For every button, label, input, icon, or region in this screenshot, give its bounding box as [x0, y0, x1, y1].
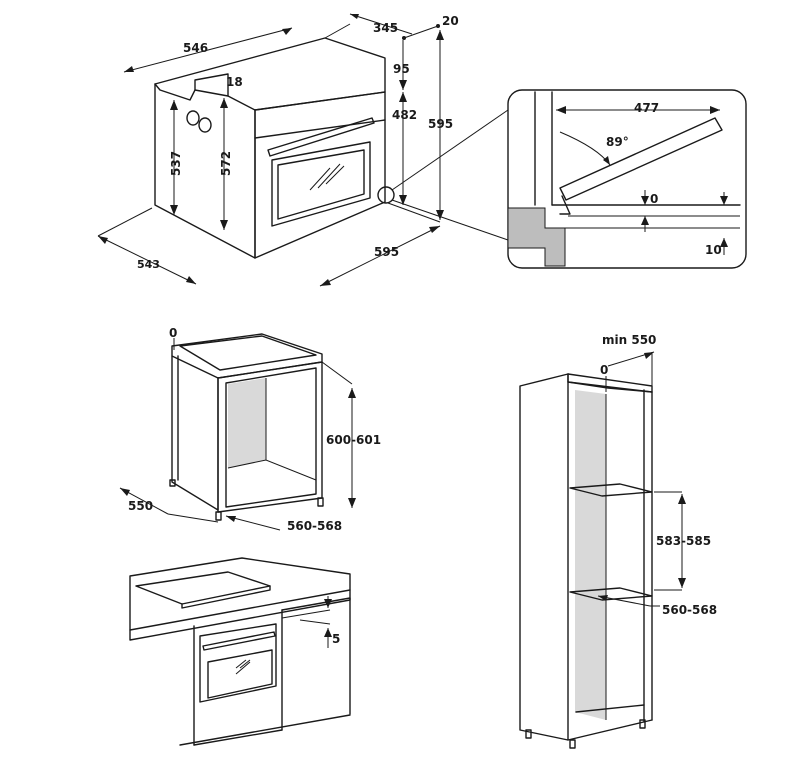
dim-95: 95: [393, 62, 410, 76]
door-detail-inset: [507, 89, 747, 269]
dim-20: 20: [442, 14, 459, 28]
under-counter-dimensions: [119, 338, 356, 531]
dim-560-568-column: 560-568: [662, 603, 717, 617]
dim-560-568-cabinet: 560-568: [287, 519, 342, 533]
dim-min-550: min 550: [602, 333, 656, 347]
dim-5: 5: [332, 632, 340, 646]
dim-0-door: 0: [650, 192, 658, 206]
dim-0-column: 0: [600, 363, 608, 377]
under-counter-cabinet: [169, 333, 324, 521]
tall-column-dimensions: [597, 351, 686, 607]
tall-column-cabinet: [519, 373, 653, 749]
dim-583-585: 583-585: [656, 534, 711, 548]
dim-543: 543: [137, 258, 160, 271]
dim-345: 345: [373, 21, 398, 35]
oven-dimension-lines: [97, 13, 509, 287]
dim-572: 572: [219, 151, 233, 176]
dim-600-601: 600-601: [326, 433, 381, 447]
door-detail-dimensions: [556, 106, 728, 255]
dim-482: 482: [392, 108, 417, 122]
dim-550: 550: [128, 499, 153, 513]
worktop-dimensions: [299, 596, 332, 648]
dim-0-cabinet: 0: [169, 326, 177, 340]
dim-477: 477: [634, 101, 659, 115]
dim-537: 537: [169, 151, 183, 176]
oven-drawing: [154, 23, 395, 259]
dim-595-right: 595: [428, 117, 453, 131]
dim-18: 18: [226, 75, 243, 89]
dim-546: 546: [183, 41, 208, 55]
dim-89-angle: 89°: [606, 135, 629, 149]
dim-10: 10: [705, 243, 722, 257]
dim-595-bottom: 595: [374, 245, 399, 259]
worktop-with-hob: [129, 557, 351, 746]
